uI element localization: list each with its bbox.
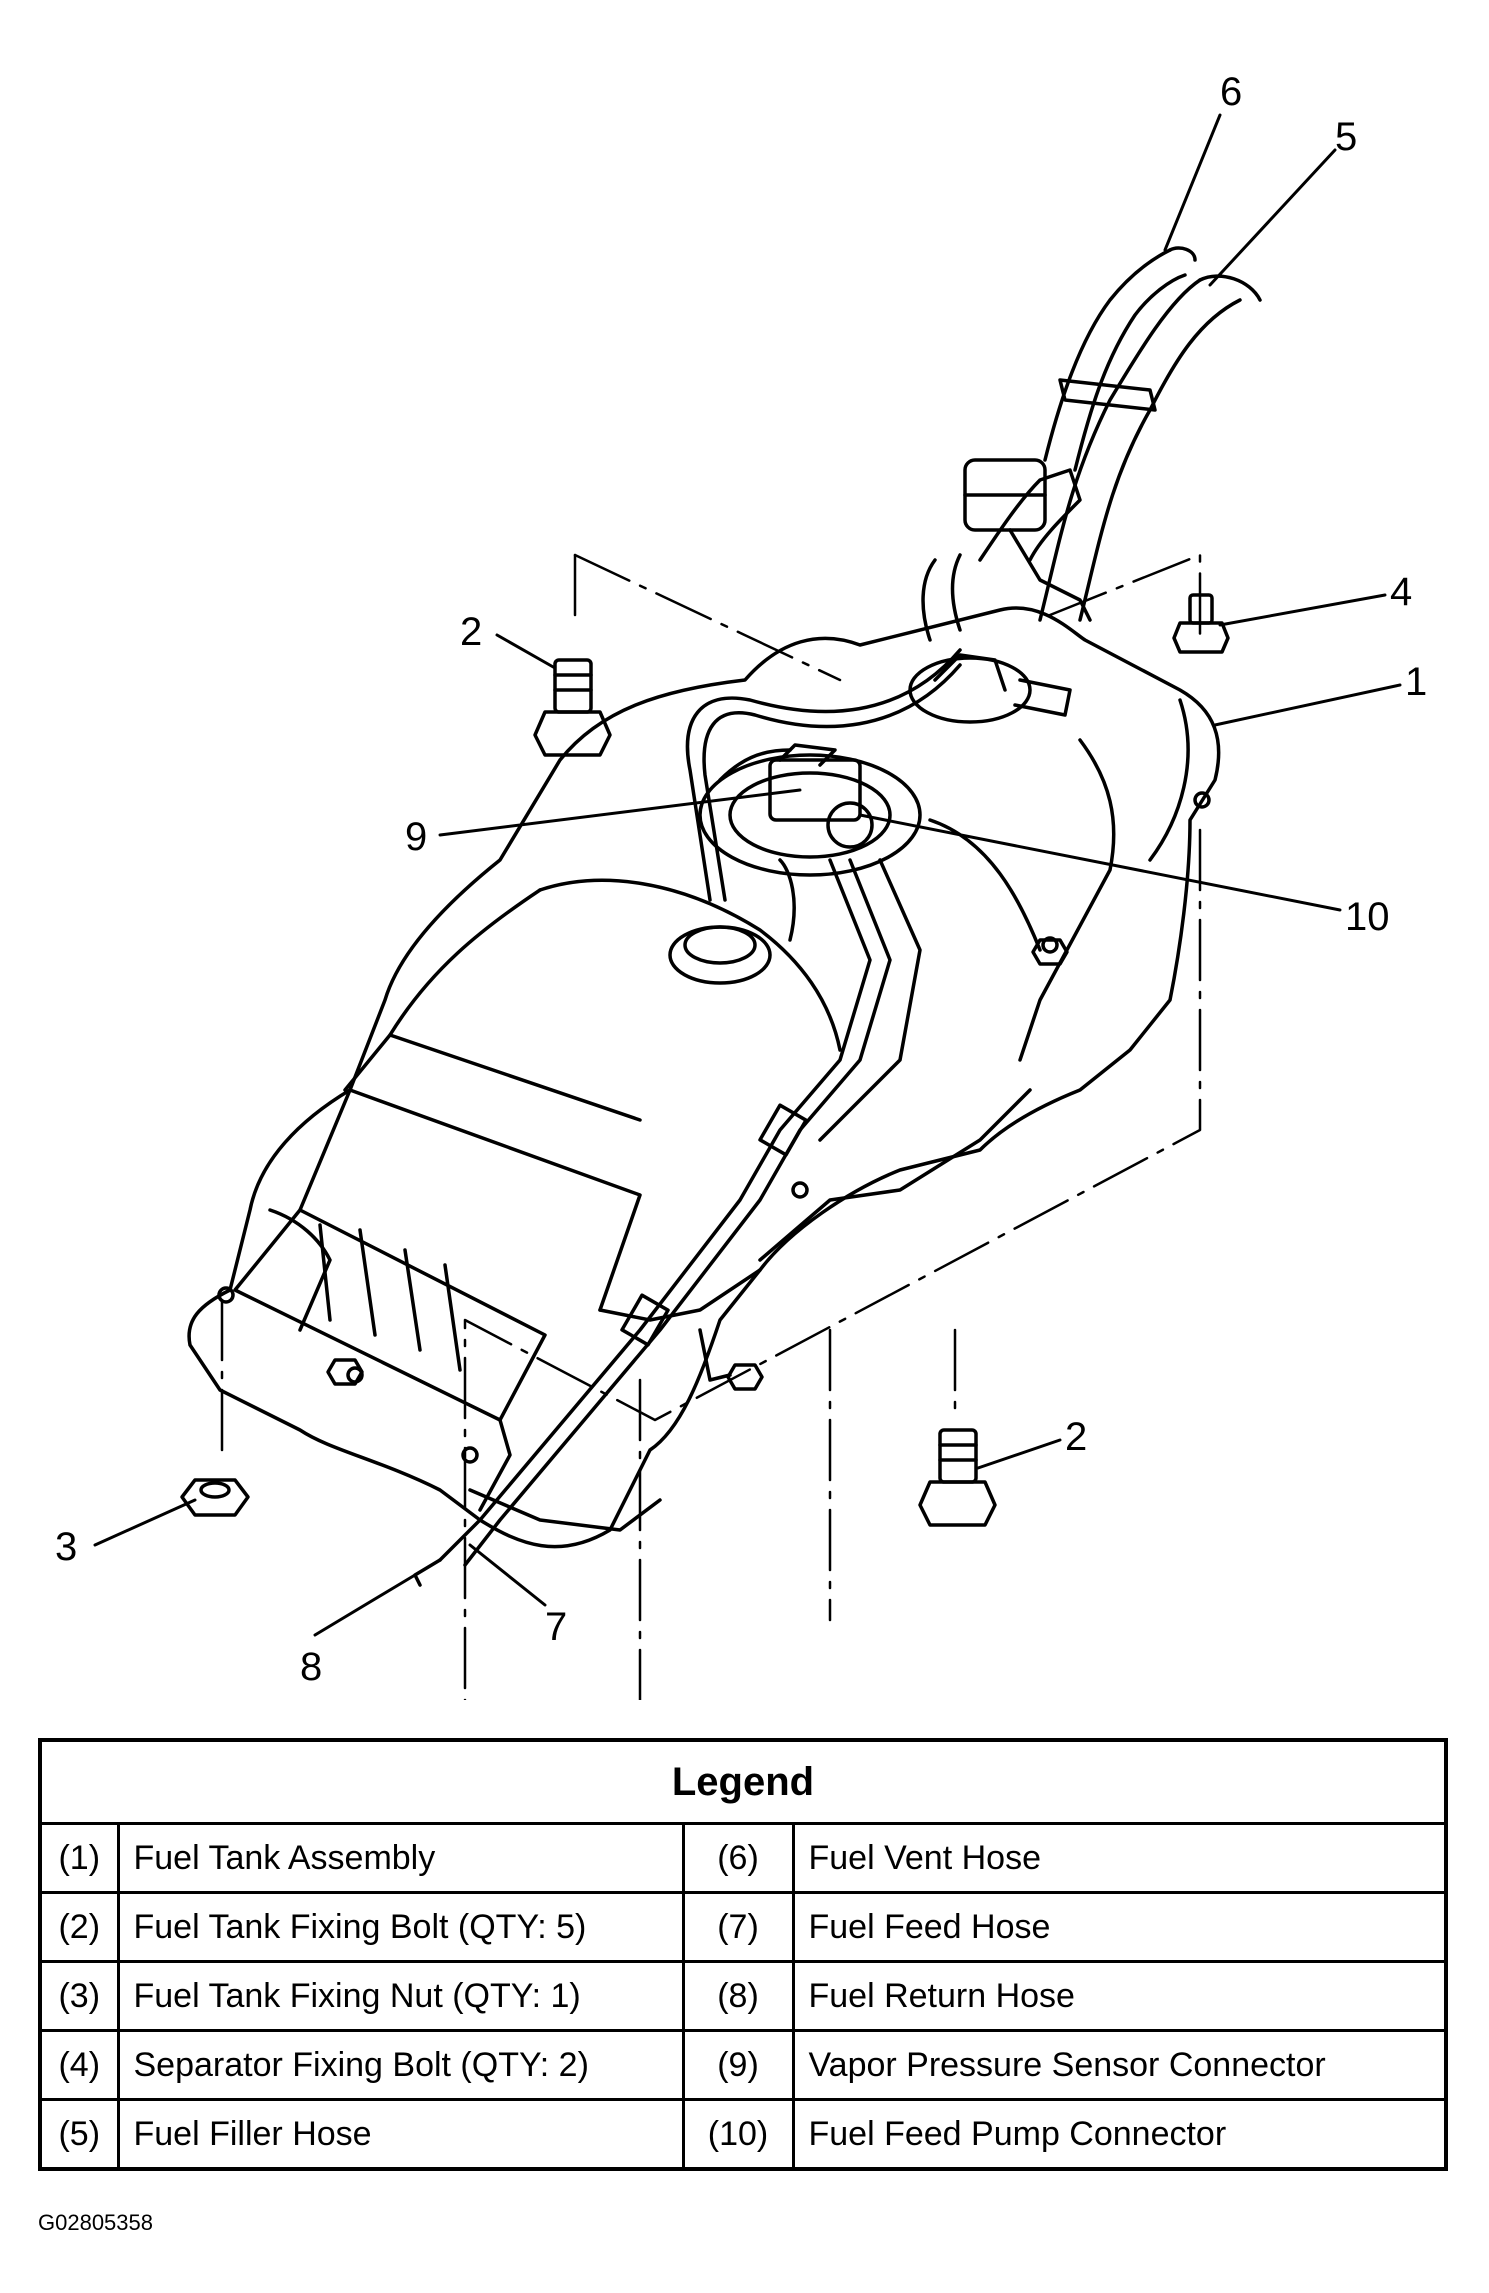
legend-num: (6) (681, 1822, 795, 1894)
legend-table: Legend (1) Fuel Tank Assembly (6) Fuel V… (38, 1738, 1448, 2171)
legend-num: (2) (38, 1891, 120, 1963)
legend-label: Separator Fixing Bolt (QTY: 2) (116, 2029, 685, 2101)
filler-and-vent-hoses (921, 246, 1262, 642)
legend-row: (2) Fuel Tank Fixing Bolt (QTY: 5) (7) F… (38, 1891, 1448, 1963)
legend-row: (3) Fuel Tank Fixing Nut (QTY: 1) (8) Fu… (38, 1960, 1448, 2032)
legend-row: (1) Fuel Tank Assembly (6) Fuel Vent Hos… (38, 1822, 1448, 1894)
callout-4: 4 (1390, 570, 1412, 614)
legend-label: Fuel Tank Fixing Bolt (QTY: 5) (116, 1891, 685, 1963)
legend-num: (8) (681, 1960, 795, 2032)
legend-label: Fuel Tank Fixing Nut (QTY: 1) (116, 1960, 685, 2032)
separator-fixing-bolt (1172, 593, 1230, 654)
callout-10: 10 (1345, 895, 1390, 939)
legend-num: (3) (38, 1960, 120, 2032)
legend-num: (5) (38, 2098, 120, 2171)
mounting-plane-lines (220, 553, 1202, 1700)
legend-label: Fuel Feed Hose (791, 1891, 1448, 1963)
fuel-lines (413, 648, 1042, 1587)
legend-title: Legend (38, 1738, 1448, 1825)
tank-mount-bolt-center (326, 938, 1069, 1391)
fixing-bolt-upper-left (533, 658, 612, 757)
legend-label: Fuel Tank Assembly (116, 1822, 685, 1894)
callout-2-upper: 2 (460, 610, 482, 654)
fuel-pump-module (668, 653, 1072, 985)
callout-7: 7 (545, 1605, 567, 1649)
legend-label: Fuel Vent Hose (791, 1822, 1448, 1894)
callout-8: 8 (300, 1645, 322, 1689)
figure-code: G02805358 (38, 2210, 153, 2235)
legend-num: (10) (681, 2098, 795, 2171)
legend-label: Vapor Pressure Sensor Connector (791, 2029, 1448, 2101)
leader-lines (93, 113, 1402, 1637)
fixing-nut (180, 1478, 250, 1517)
callout-9: 9 (405, 815, 427, 859)
legend-row: (5) Fuel Filler Hose (10) Fuel Feed Pump… (38, 2098, 1448, 2171)
legend-num: (7) (681, 1891, 795, 1963)
legend-label: Fuel Return Hose (791, 1960, 1448, 2032)
callout-1: 1 (1405, 660, 1427, 704)
legend-label: Fuel Feed Pump Connector (791, 2098, 1448, 2171)
legend-label: Fuel Filler Hose (116, 2098, 685, 2171)
callout-3: 3 (55, 1525, 77, 1569)
legend-num: (9) (681, 2029, 795, 2101)
callout-6: 6 (1220, 70, 1242, 114)
callout-2-lower: 2 (1065, 1415, 1087, 1459)
fixing-bolt-lower-right (918, 1428, 997, 1527)
legend-num: (4) (38, 2029, 120, 2101)
callout-5: 5 (1335, 115, 1357, 159)
legend-row: (4) Separator Fixing Bolt (QTY: 2) (9) V… (38, 2029, 1448, 2101)
fuel-tank-diagram: 1 2 2 3 4 5 6 7 8 9 10 (55, 70, 1427, 1700)
legend-num: (1) (38, 1822, 120, 1894)
